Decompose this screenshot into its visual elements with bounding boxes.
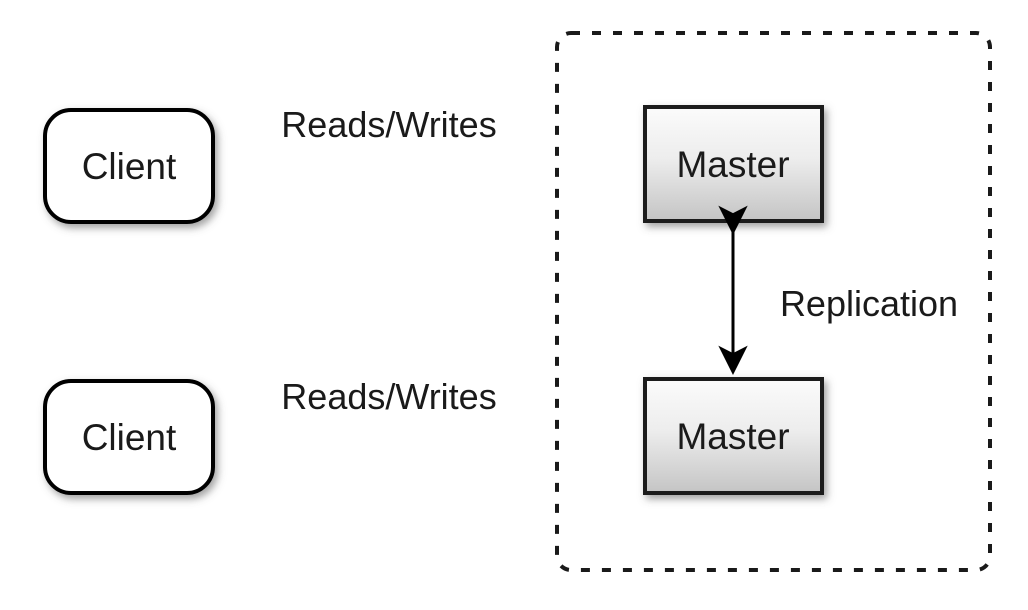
master-top-label: Master: [676, 144, 789, 185]
cluster-boundary: [555, 31, 992, 572]
edge-replication-label: Replication: [780, 283, 958, 324]
client-top-label: Client: [82, 146, 177, 187]
client-bottom-label: Client: [82, 417, 177, 458]
edge-reads-writes-top: Reads/Writes: [213, 104, 645, 180]
edge-replication: Replication: [718, 205, 958, 376]
edge-reads-writes-top-label: Reads/Writes: [281, 104, 496, 145]
node-master-top[interactable]: Master: [643, 105, 824, 223]
master-bottom-label: Master: [676, 416, 789, 457]
node-client-bottom[interactable]: Client: [43, 379, 215, 495]
master-bottom-shape: [643, 377, 824, 495]
master-top-shape: [643, 105, 824, 223]
node-master-bottom[interactable]: Master: [643, 377, 824, 495]
edge-reads-writes-bottom: Reads/Writes: [213, 376, 645, 451]
node-client-top[interactable]: Client: [43, 108, 215, 224]
edge-reads-writes-bottom-label: Reads/Writes: [281, 376, 496, 417]
